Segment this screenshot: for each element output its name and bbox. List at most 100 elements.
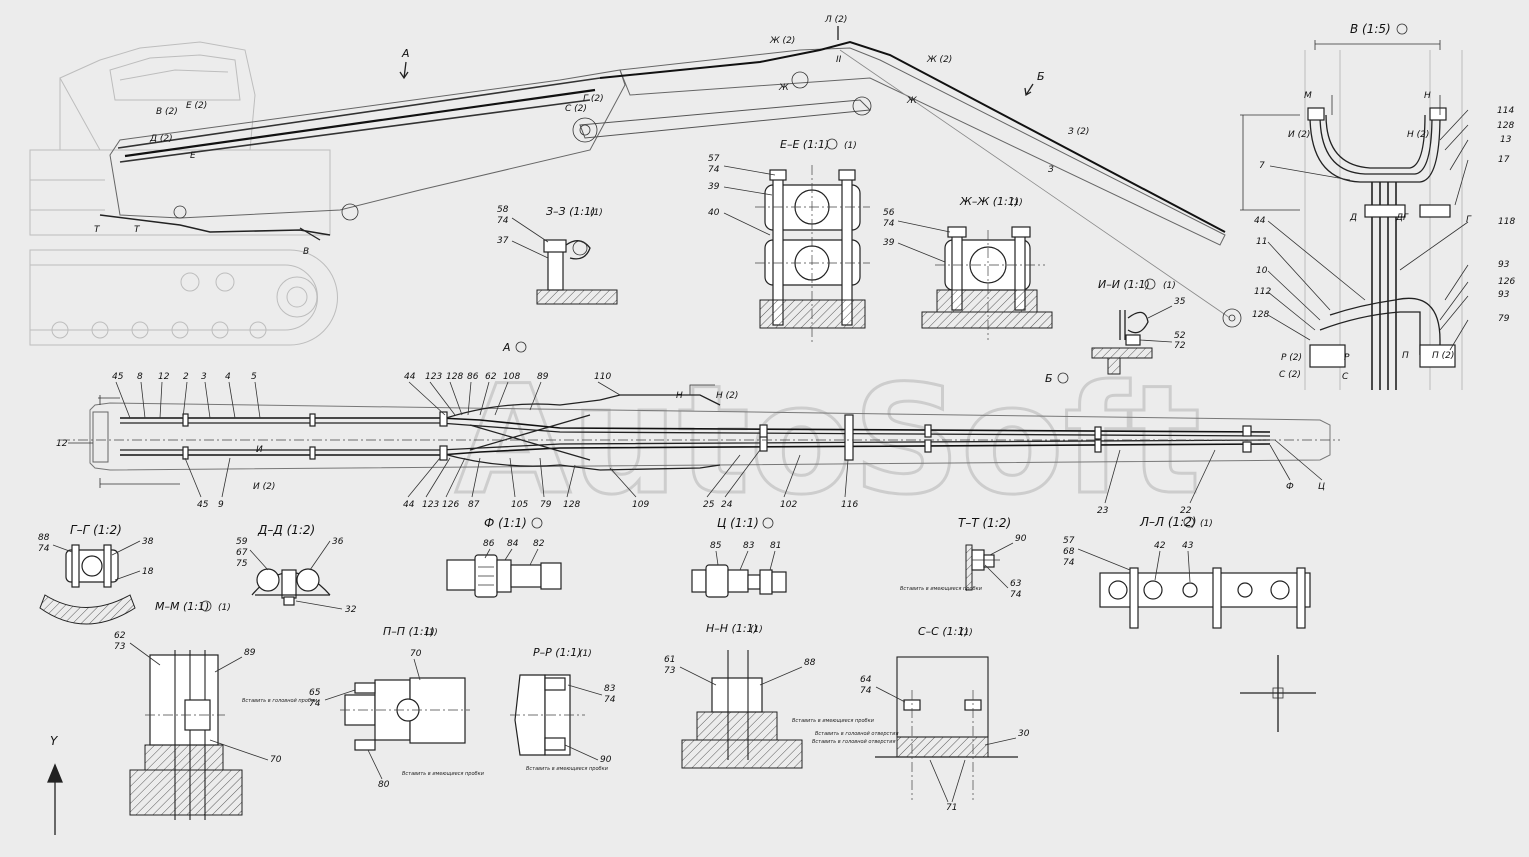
cut-mark-e2: Е (2) xyxy=(186,101,207,111)
plan-label-left-0: 12 xyxy=(56,439,68,449)
section-nn-title: Н–Н (1:1) xyxy=(706,622,758,635)
note-ss2: Вставить в головной отверстия xyxy=(812,739,895,745)
cut-mark-g2: Г (2) xyxy=(583,94,604,104)
label-rr-1: 74 xyxy=(604,695,616,705)
section-zz3-title: З–З (1:1) xyxy=(546,205,595,218)
label-ts-2: 81 xyxy=(770,541,781,551)
section-ss-ref: (1) xyxy=(960,628,973,638)
cut-mark-zh2b: Ж (2) xyxy=(926,55,952,65)
label-rr-2: 90 xyxy=(600,755,612,765)
label-ii-2: 72 xyxy=(1174,341,1186,351)
plan-label-bottom-12: 102 xyxy=(780,500,797,510)
cut-mark-c: С xyxy=(1342,372,1349,382)
plan-label-top-3: 2 xyxy=(183,372,189,382)
label-zhzh-1: 74 xyxy=(883,219,895,229)
section-rr-title: Р–Р (1:1) xyxy=(533,646,582,659)
cut-mark-zh2a: Ж (2) xyxy=(769,36,795,46)
plan-label-bottom-8: 128 xyxy=(563,500,580,510)
label-mm-0: 62 xyxy=(114,631,126,641)
label-mm-2: 89 xyxy=(244,648,256,658)
label-ll-0: 57 xyxy=(1063,536,1075,546)
view-b-label: Б xyxy=(1037,70,1045,83)
label-zhzh-0: 56 xyxy=(883,208,895,218)
label-tt-2: 74 xyxy=(1010,590,1022,600)
label-zhzh-2: 39 xyxy=(883,238,895,248)
section-pp-title: П–П (1:1) xyxy=(383,625,435,638)
label-ll-1: 68 xyxy=(1063,547,1075,557)
label-pp-1: 65 xyxy=(309,688,321,698)
label-v-14: 128 xyxy=(1252,310,1269,320)
section-ii-ref: (1) xyxy=(1163,281,1176,291)
label-ee-0: 57 xyxy=(708,154,720,164)
label-pp-0: 70 xyxy=(410,649,422,659)
note-rr: Вставить в имеющиеся пробки xyxy=(526,766,609,772)
label-tt-0: 90 xyxy=(1015,534,1027,544)
label-v-13: 112 xyxy=(1254,287,1271,297)
view-v-labels: М И (2) Н Н (2) Д ДГ Г Р (2) Р С (2) С П… xyxy=(1252,91,1515,382)
label-ee-3: 40 xyxy=(708,208,720,218)
cut-mark-i-plan: И xyxy=(256,445,263,455)
section-dd-title: Д–Д (1:2) xyxy=(257,523,315,537)
label-v-5: 93 xyxy=(1498,260,1510,270)
cut-mark-zh: Ж xyxy=(778,83,789,93)
plan-label-top-10: 86 xyxy=(467,372,479,382)
plan-label-bottom-4: 126 xyxy=(442,500,459,510)
label-v-7: 93 xyxy=(1498,290,1510,300)
plan-label-bottom-10: 25 xyxy=(703,500,715,510)
label-nn-1: 73 xyxy=(664,666,676,676)
label-dd-1: 67 xyxy=(236,548,248,558)
section-mm-inline-title: М–М (1:1) xyxy=(155,600,209,613)
cut-mark-z2: З (2) xyxy=(1068,127,1089,137)
cut-mark-c2: С (2) xyxy=(1279,370,1301,380)
section-zz3-ref: (1) xyxy=(590,208,603,218)
cut-mark-ii: II xyxy=(836,55,842,65)
section-zhzh-title: Ж–Ж (1:1) xyxy=(959,195,1019,208)
label-v-12: 10 xyxy=(1256,266,1268,276)
axis-direction-mark: Y xyxy=(47,734,63,835)
section-ee: Е–Е (1:1) (1) 57 74 39 40 xyxy=(708,138,870,345)
section-ii: И–И (1:1) (1) 35 52 72 xyxy=(1091,278,1186,375)
label-ii-1: 52 xyxy=(1174,331,1186,341)
view-a-label: А xyxy=(401,47,410,60)
label-ts-1: 83 xyxy=(743,541,755,551)
plan-label-top-1: 8 xyxy=(137,372,143,382)
plan-label-top-15: Н xyxy=(676,391,683,401)
plan-label-bottom-0: 45 xyxy=(197,500,209,510)
label-ts-0: 85 xyxy=(710,541,722,551)
section-pp: П–П (1:1) (1) 70 65 74 80 Вставить в име… xyxy=(309,625,485,790)
label-gg-3: 18 xyxy=(142,567,154,577)
cut-mark-n2v: Н (2) xyxy=(1407,130,1429,140)
cut-mark-zh-b: Ж xyxy=(906,96,917,106)
label-zz3-0: 58 xyxy=(497,205,509,215)
label-pp-3: 80 xyxy=(378,780,390,790)
section-ts: Ц (1:1) 85 83 81 xyxy=(691,516,787,598)
cut-mark-i2-plan: И (2) xyxy=(253,482,275,492)
plan-label-bottom-2: 44 xyxy=(403,500,415,510)
label-v-2: 13 xyxy=(1500,135,1512,145)
label-mm-3: 70 xyxy=(270,755,282,765)
plan-label-bottom-5: 87 xyxy=(468,500,480,510)
label-ll-4: 43 xyxy=(1182,541,1194,551)
plan-label-bottom-7: 79 xyxy=(540,500,552,510)
cut-mark-m: М xyxy=(1304,91,1312,101)
cut-mark-d2: Д (2) xyxy=(149,134,173,144)
cut-mark-v2: В (2) xyxy=(156,107,178,117)
cut-mark-r2: Р (2) xyxy=(1281,353,1302,363)
section-ss-title: С–С (1:1) xyxy=(918,625,969,638)
cut-mark-ts-plan: Ц xyxy=(1318,482,1325,492)
label-gg-2: 38 xyxy=(142,537,154,547)
label-dd-2: 75 xyxy=(236,559,248,569)
plan-label-top-12: 108 xyxy=(503,372,520,382)
cut-mark-z: З xyxy=(1048,165,1054,175)
label-gg-0: 88 xyxy=(38,533,50,543)
section-ll-title: Л–Л (1:2) xyxy=(1139,515,1197,529)
plan-label-top-8: 123 xyxy=(425,372,442,382)
label-dd-3: 36 xyxy=(332,537,344,547)
label-f-1: 84 xyxy=(507,539,519,549)
section-gg-title: Г–Г (1:2) xyxy=(70,523,122,537)
section-ll-ref: (1) xyxy=(1200,519,1213,529)
view-v-title: В (1:5) xyxy=(1350,22,1391,36)
plan-label-bottom-15: 22 xyxy=(1180,506,1192,516)
plan-label-bottom-11: 24 xyxy=(721,500,733,510)
section-gg: Г–Г (1:2) 88 74 38 18 xyxy=(38,523,154,625)
